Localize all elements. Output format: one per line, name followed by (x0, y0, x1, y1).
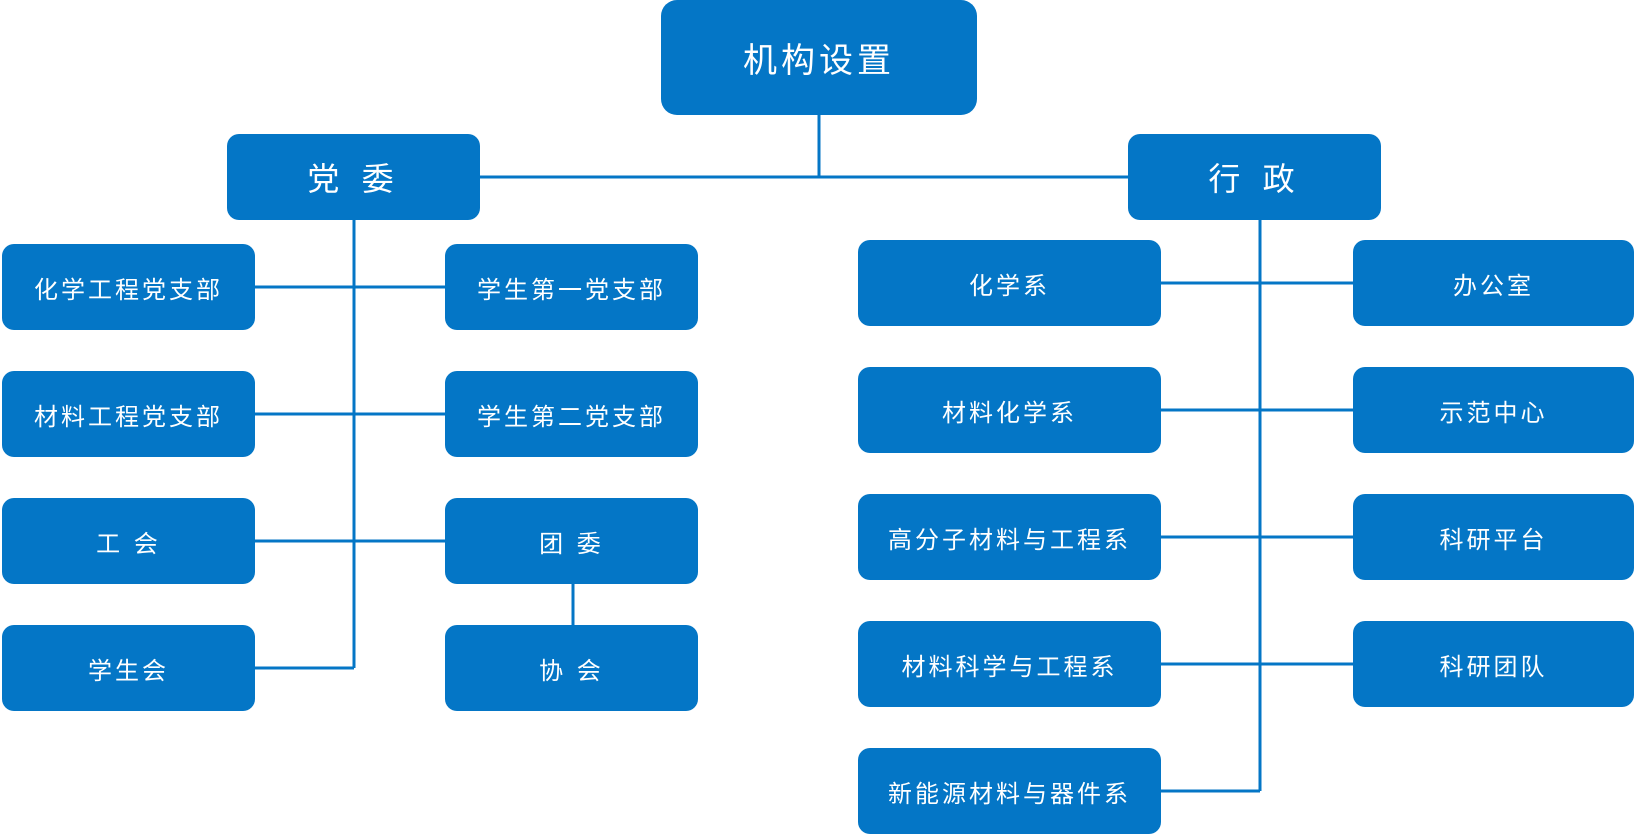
node-union: 工 会 (2, 498, 255, 584)
node-polymer-dept: 高分子材料与工程系 (858, 494, 1161, 580)
node-party-committee: 党 委 (227, 134, 480, 220)
node-research-platform: 科研平台 (1353, 494, 1634, 580)
node-mat-sci-dept: 材料科学与工程系 (858, 621, 1161, 707)
node-research-team: 科研团队 (1353, 621, 1634, 707)
node-energy-dept: 新能源材料与器件系 (858, 748, 1161, 834)
node-chem-dept: 化学系 (858, 240, 1161, 326)
node-office: 办公室 (1353, 240, 1634, 326)
node-root: 机构设置 (661, 0, 977, 115)
node-administration: 行 政 (1128, 134, 1381, 220)
node-mat-eng-branch: 材料工程党支部 (2, 371, 255, 457)
node-youth-league: 团 委 (445, 498, 698, 584)
node-student-branch-2: 学生第二党支部 (445, 371, 698, 457)
node-mat-chem-dept: 材料化学系 (858, 367, 1161, 453)
node-demo-center: 示范中心 (1353, 367, 1634, 453)
node-chem-eng-branch: 化学工程党支部 (2, 244, 255, 330)
node-student-branch-1: 学生第一党支部 (445, 244, 698, 330)
node-student-union: 学生会 (2, 625, 255, 711)
node-associations: 协 会 (445, 625, 698, 711)
